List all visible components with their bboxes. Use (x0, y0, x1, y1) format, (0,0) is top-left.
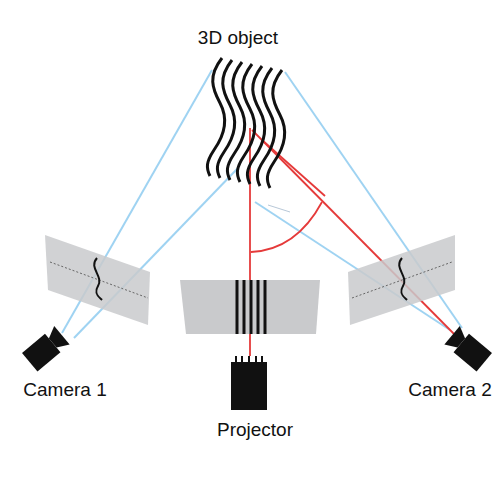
camera-2-symbol (444, 326, 492, 371)
part-label: Camera 1 (23, 380, 106, 401)
image-plane-1 (45, 235, 150, 325)
pattern-plane (180, 280, 320, 334)
part-label: 3D object (198, 28, 278, 49)
part-label: Projector (217, 420, 293, 441)
image-plane-2 (348, 235, 455, 325)
baseline-mark (268, 205, 290, 212)
fringe-pattern (237, 280, 265, 334)
camera-1-symbol (22, 326, 70, 371)
object-stripes (207, 58, 284, 188)
part-label: Camera 2 (408, 380, 491, 401)
projector-symbol (231, 356, 267, 410)
